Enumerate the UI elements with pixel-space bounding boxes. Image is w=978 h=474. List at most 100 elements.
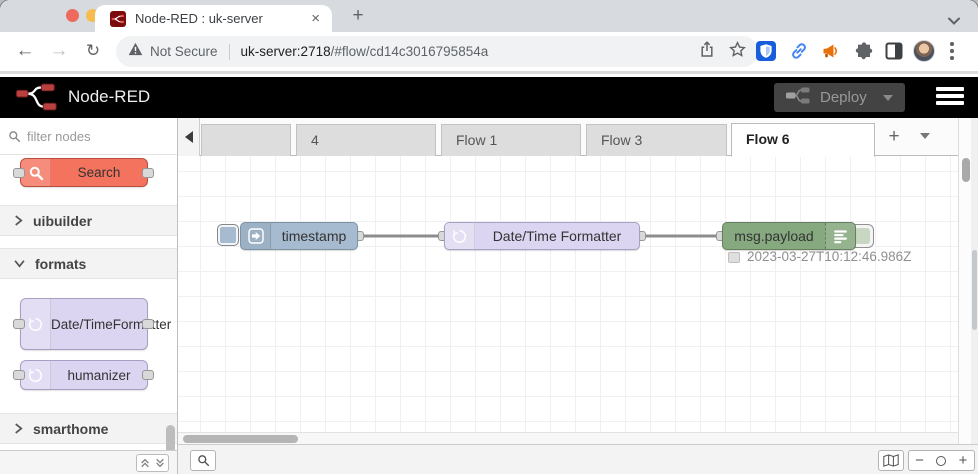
- flow-tab[interactable]: Flow 1: [441, 124, 581, 156]
- tab-close-icon[interactable]: ×: [311, 10, 320, 27]
- zoom-in-button[interactable]: +: [952, 450, 975, 471]
- category-label: smarthome: [33, 420, 109, 437]
- node-input-port[interactable]: [13, 370, 25, 380]
- inject-icon: [241, 223, 271, 249]
- node-palette: Search uibuilder formats Date/TimeFormat…: [0, 118, 178, 474]
- megaphone-extension-icon[interactable]: [821, 41, 841, 61]
- browser-menu-icon[interactable]: [950, 42, 954, 63]
- address-bar[interactable]: Not Secure uk-server:2718/#flow/cd14c301…: [116, 36, 758, 67]
- flow-node-inject[interactable]: timestamp: [240, 222, 358, 250]
- add-flow-button[interactable]: +: [888, 126, 900, 147]
- node-label: Date/Time Formatter: [492, 228, 622, 244]
- navigator-map-button[interactable]: [878, 450, 904, 471]
- chrome-tab-strip: Node-RED : uk-server × +: [0, 0, 978, 32]
- node-status-text: 2023-03-27T10:12:46.986Z: [747, 249, 912, 264]
- flow-list-caret-icon[interactable]: [920, 133, 930, 139]
- flow-tab[interactable]: 2: [201, 124, 291, 156]
- clock-icon: [21, 299, 51, 349]
- double-chevron-down-icon: [156, 458, 164, 468]
- flow-node-debug[interactable]: msg.payload: [722, 222, 856, 250]
- palette-filter[interactable]: [0, 118, 177, 155]
- canvas-horizontal-scrollbar[interactable]: [178, 432, 958, 444]
- scrollbar-thumb[interactable]: [972, 250, 977, 330]
- forward-button: →: [49, 40, 69, 61]
- workspace: 2 4 Flow 1 Flow 3 Flow 6 + times: [178, 118, 978, 474]
- flow-tab-active[interactable]: Flow 6: [731, 123, 875, 157]
- zoom-reset-button[interactable]: [930, 450, 953, 471]
- reload-button[interactable]: ↻: [85, 41, 101, 60]
- palette-node-search[interactable]: Search: [20, 158, 148, 187]
- flow-tab-bar: 2 4 Flow 1 Flow 3 Flow 6 +: [178, 118, 958, 157]
- node-output-port[interactable]: [142, 168, 154, 178]
- node-input-port[interactable]: [13, 168, 25, 178]
- category-label: uibuilder: [33, 212, 93, 229]
- editor-main: Search uibuilder formats Date/TimeFormat…: [0, 118, 978, 474]
- flow-tab[interactable]: Flow 3: [586, 124, 727, 156]
- chevron-right-icon: [15, 215, 23, 226]
- palette-scrollbar-thumb[interactable]: [166, 425, 175, 455]
- flow-canvas[interactable]: timestamp Date/Time Formatter: [178, 156, 958, 432]
- palette-category-formats[interactable]: formats: [0, 248, 177, 279]
- extensions-puzzle-icon[interactable]: [854, 41, 874, 61]
- search-node-icon: [21, 159, 51, 186]
- password-manager-extension-icon[interactable]: [756, 41, 776, 61]
- node-red-favicon: [110, 10, 126, 27]
- map-icon: [883, 454, 899, 467]
- canvas-search-button[interactable]: [190, 450, 216, 471]
- inject-trigger-button[interactable]: [217, 224, 239, 246]
- canvas-footer: − +: [178, 444, 978, 474]
- app-title: Node-RED: [68, 87, 151, 106]
- back-button[interactable]: ←: [15, 40, 35, 61]
- clock-icon: [445, 223, 475, 249]
- tab-title: Node-RED : uk-server: [135, 11, 263, 26]
- search-icon: [9, 130, 21, 142]
- bookmark-star-icon[interactable]: [729, 40, 746, 63]
- node-output-port[interactable]: [142, 319, 154, 329]
- url-path: /#flow/cd14c3016795854a: [330, 44, 489, 59]
- scrollbar-thumb[interactable]: [183, 435, 298, 443]
- tab-search-chevron-icon[interactable]: [948, 12, 960, 30]
- filter-nodes-input[interactable]: [27, 128, 157, 144]
- browser-tab[interactable]: Node-RED : uk-server ×: [95, 5, 332, 32]
- node-label: msg.payload: [734, 228, 814, 244]
- zoom-out-button[interactable]: −: [908, 450, 931, 471]
- new-tab-button[interactable]: +: [352, 5, 364, 26]
- palette-node-label: humanizer: [67, 367, 131, 383]
- zoom-reset-circle-icon: [936, 455, 946, 466]
- deploy-label: Deploy: [820, 89, 867, 106]
- main-menu-icon[interactable]: [936, 87, 964, 108]
- palette-node-humanizer[interactable]: humanizer: [20, 360, 148, 390]
- macos-close-button[interactable]: [66, 9, 79, 22]
- expand-all-button[interactable]: [152, 454, 169, 472]
- deploy-button[interactable]: Deploy: [774, 83, 905, 112]
- deploy-icon: [786, 87, 810, 109]
- canvas-vertical-scrollbar[interactable]: [958, 118, 971, 444]
- palette-category-smarthome[interactable]: smarthome: [0, 413, 177, 444]
- chevron-right-icon: [15, 423, 23, 434]
- link-extension-icon[interactable]: [789, 41, 809, 61]
- tab-scroll-left-button[interactable]: [178, 118, 200, 156]
- node-input-port[interactable]: [13, 319, 25, 329]
- side-panel-icon[interactable]: [884, 41, 904, 61]
- flow-node-datetime-formatter[interactable]: Date/Time Formatter: [444, 222, 640, 250]
- scrollbar-thumb[interactable]: [961, 158, 970, 182]
- share-icon[interactable]: [699, 40, 715, 63]
- not-secure-warning-icon[interactable]: [128, 42, 143, 61]
- collapse-all-button[interactable]: [136, 454, 153, 472]
- category-label: formats: [35, 255, 87, 272]
- page-scrollbar[interactable]: [971, 118, 978, 444]
- profile-avatar[interactable]: [913, 40, 935, 62]
- browser-toolbar: ← → ↻ Not Secure uk-server:2718/#flow/cd…: [0, 32, 978, 74]
- deploy-options-caret-icon[interactable]: [882, 94, 893, 101]
- url-origin: uk-server:2718: [240, 44, 331, 59]
- wires: [356, 234, 724, 238]
- palette-category-uibuilder[interactable]: uibuilder: [0, 205, 177, 236]
- flow-tab[interactable]: 4: [296, 124, 436, 156]
- node-red-header: Node-RED Deploy: [0, 77, 978, 118]
- security-label: Not Secure: [150, 44, 218, 59]
- omnibox-divider: [228, 43, 230, 60]
- node-output-port[interactable]: [142, 370, 154, 380]
- node-red-logo: [16, 83, 60, 117]
